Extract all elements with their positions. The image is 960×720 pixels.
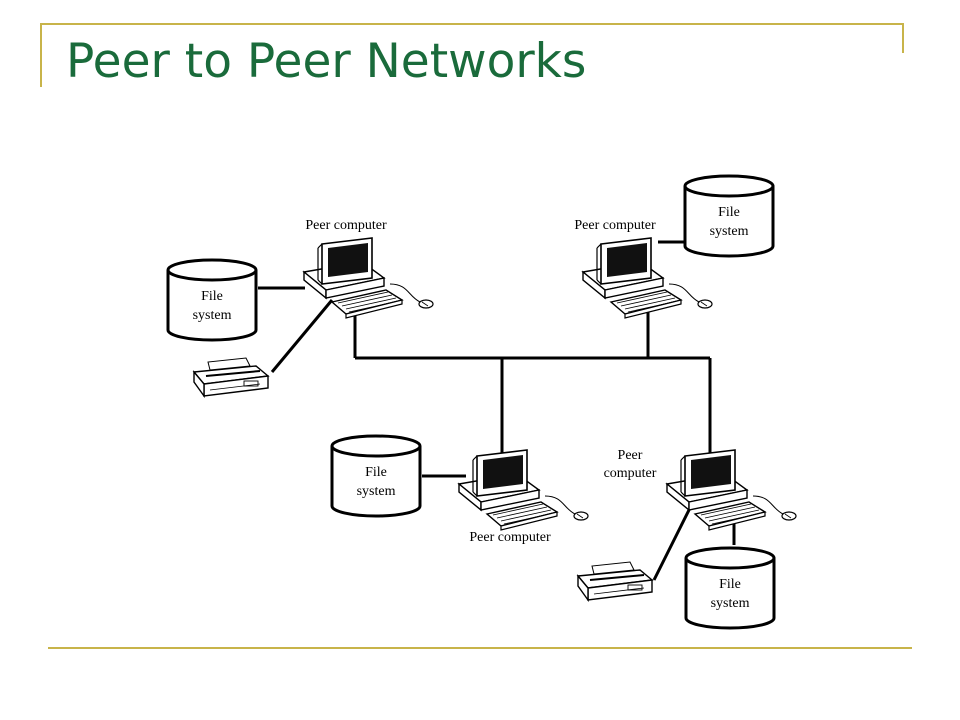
file-system-label-line1: File — [365, 465, 387, 480]
file-system-label-line2: system — [711, 596, 750, 611]
file-system-label-line1: File — [719, 577, 741, 592]
file-system-label-line2: system — [193, 308, 232, 323]
peer-computer-label-line1: Peer — [618, 448, 643, 463]
bottom-rule — [48, 647, 912, 649]
file-system-label-line1: File — [201, 289, 223, 304]
peer-computer-label-line2: computer — [604, 466, 657, 481]
file-system-label-line1: File — [718, 205, 740, 220]
file-system-cylinder: File system — [683, 174, 775, 258]
slide-title: Peer to Peer Networks — [66, 34, 587, 89]
computer-icon — [303, 237, 434, 319]
left-rule — [40, 23, 42, 87]
right-rule — [902, 23, 904, 53]
computer-icon — [458, 449, 589, 531]
peer-computer-label: Peer computer — [574, 218, 656, 233]
file-system-cylinder: File system — [330, 434, 422, 518]
top-rule — [40, 23, 904, 25]
file-system-cylinder: File system — [166, 258, 258, 342]
file-system-label-line2: system — [357, 484, 396, 499]
printer-icon — [193, 357, 269, 397]
peer-computer-label: Peer computer — [469, 530, 551, 545]
printer-icon — [577, 561, 653, 601]
file-system-label-line2: system — [710, 224, 749, 239]
peer-computer-label: Peer computer — [305, 218, 387, 233]
file-system-cylinder: File system — [684, 546, 776, 630]
